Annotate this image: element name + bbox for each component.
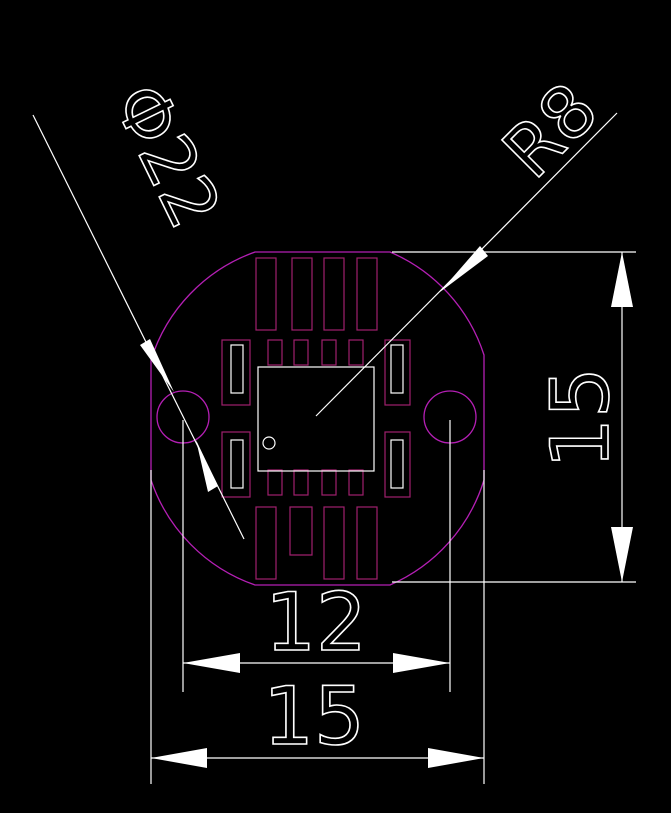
ic-pads-top bbox=[267, 339, 364, 366]
radius-leader bbox=[315, 112, 618, 417]
top-pads bbox=[255, 257, 378, 331]
diameter-label: Φ22 bbox=[97, 71, 238, 241]
inner-width-label: 12 bbox=[265, 576, 367, 669]
ic-pads-bottom bbox=[267, 469, 364, 496]
ic-body bbox=[257, 366, 375, 472]
mounting-holes bbox=[156, 390, 477, 444]
height-dimension bbox=[392, 251, 636, 583]
diameter-leader bbox=[32, 114, 245, 540]
bottom-pads bbox=[255, 506, 378, 580]
inner-width-dimension bbox=[182, 420, 451, 692]
board-outline bbox=[150, 251, 485, 586]
outer-width-dimension bbox=[150, 470, 485, 784]
radius-label: R8 bbox=[487, 67, 614, 194]
outer-width-label: 15 bbox=[263, 670, 365, 763]
side-components bbox=[221, 339, 411, 498]
height-label: 15 bbox=[534, 367, 627, 469]
